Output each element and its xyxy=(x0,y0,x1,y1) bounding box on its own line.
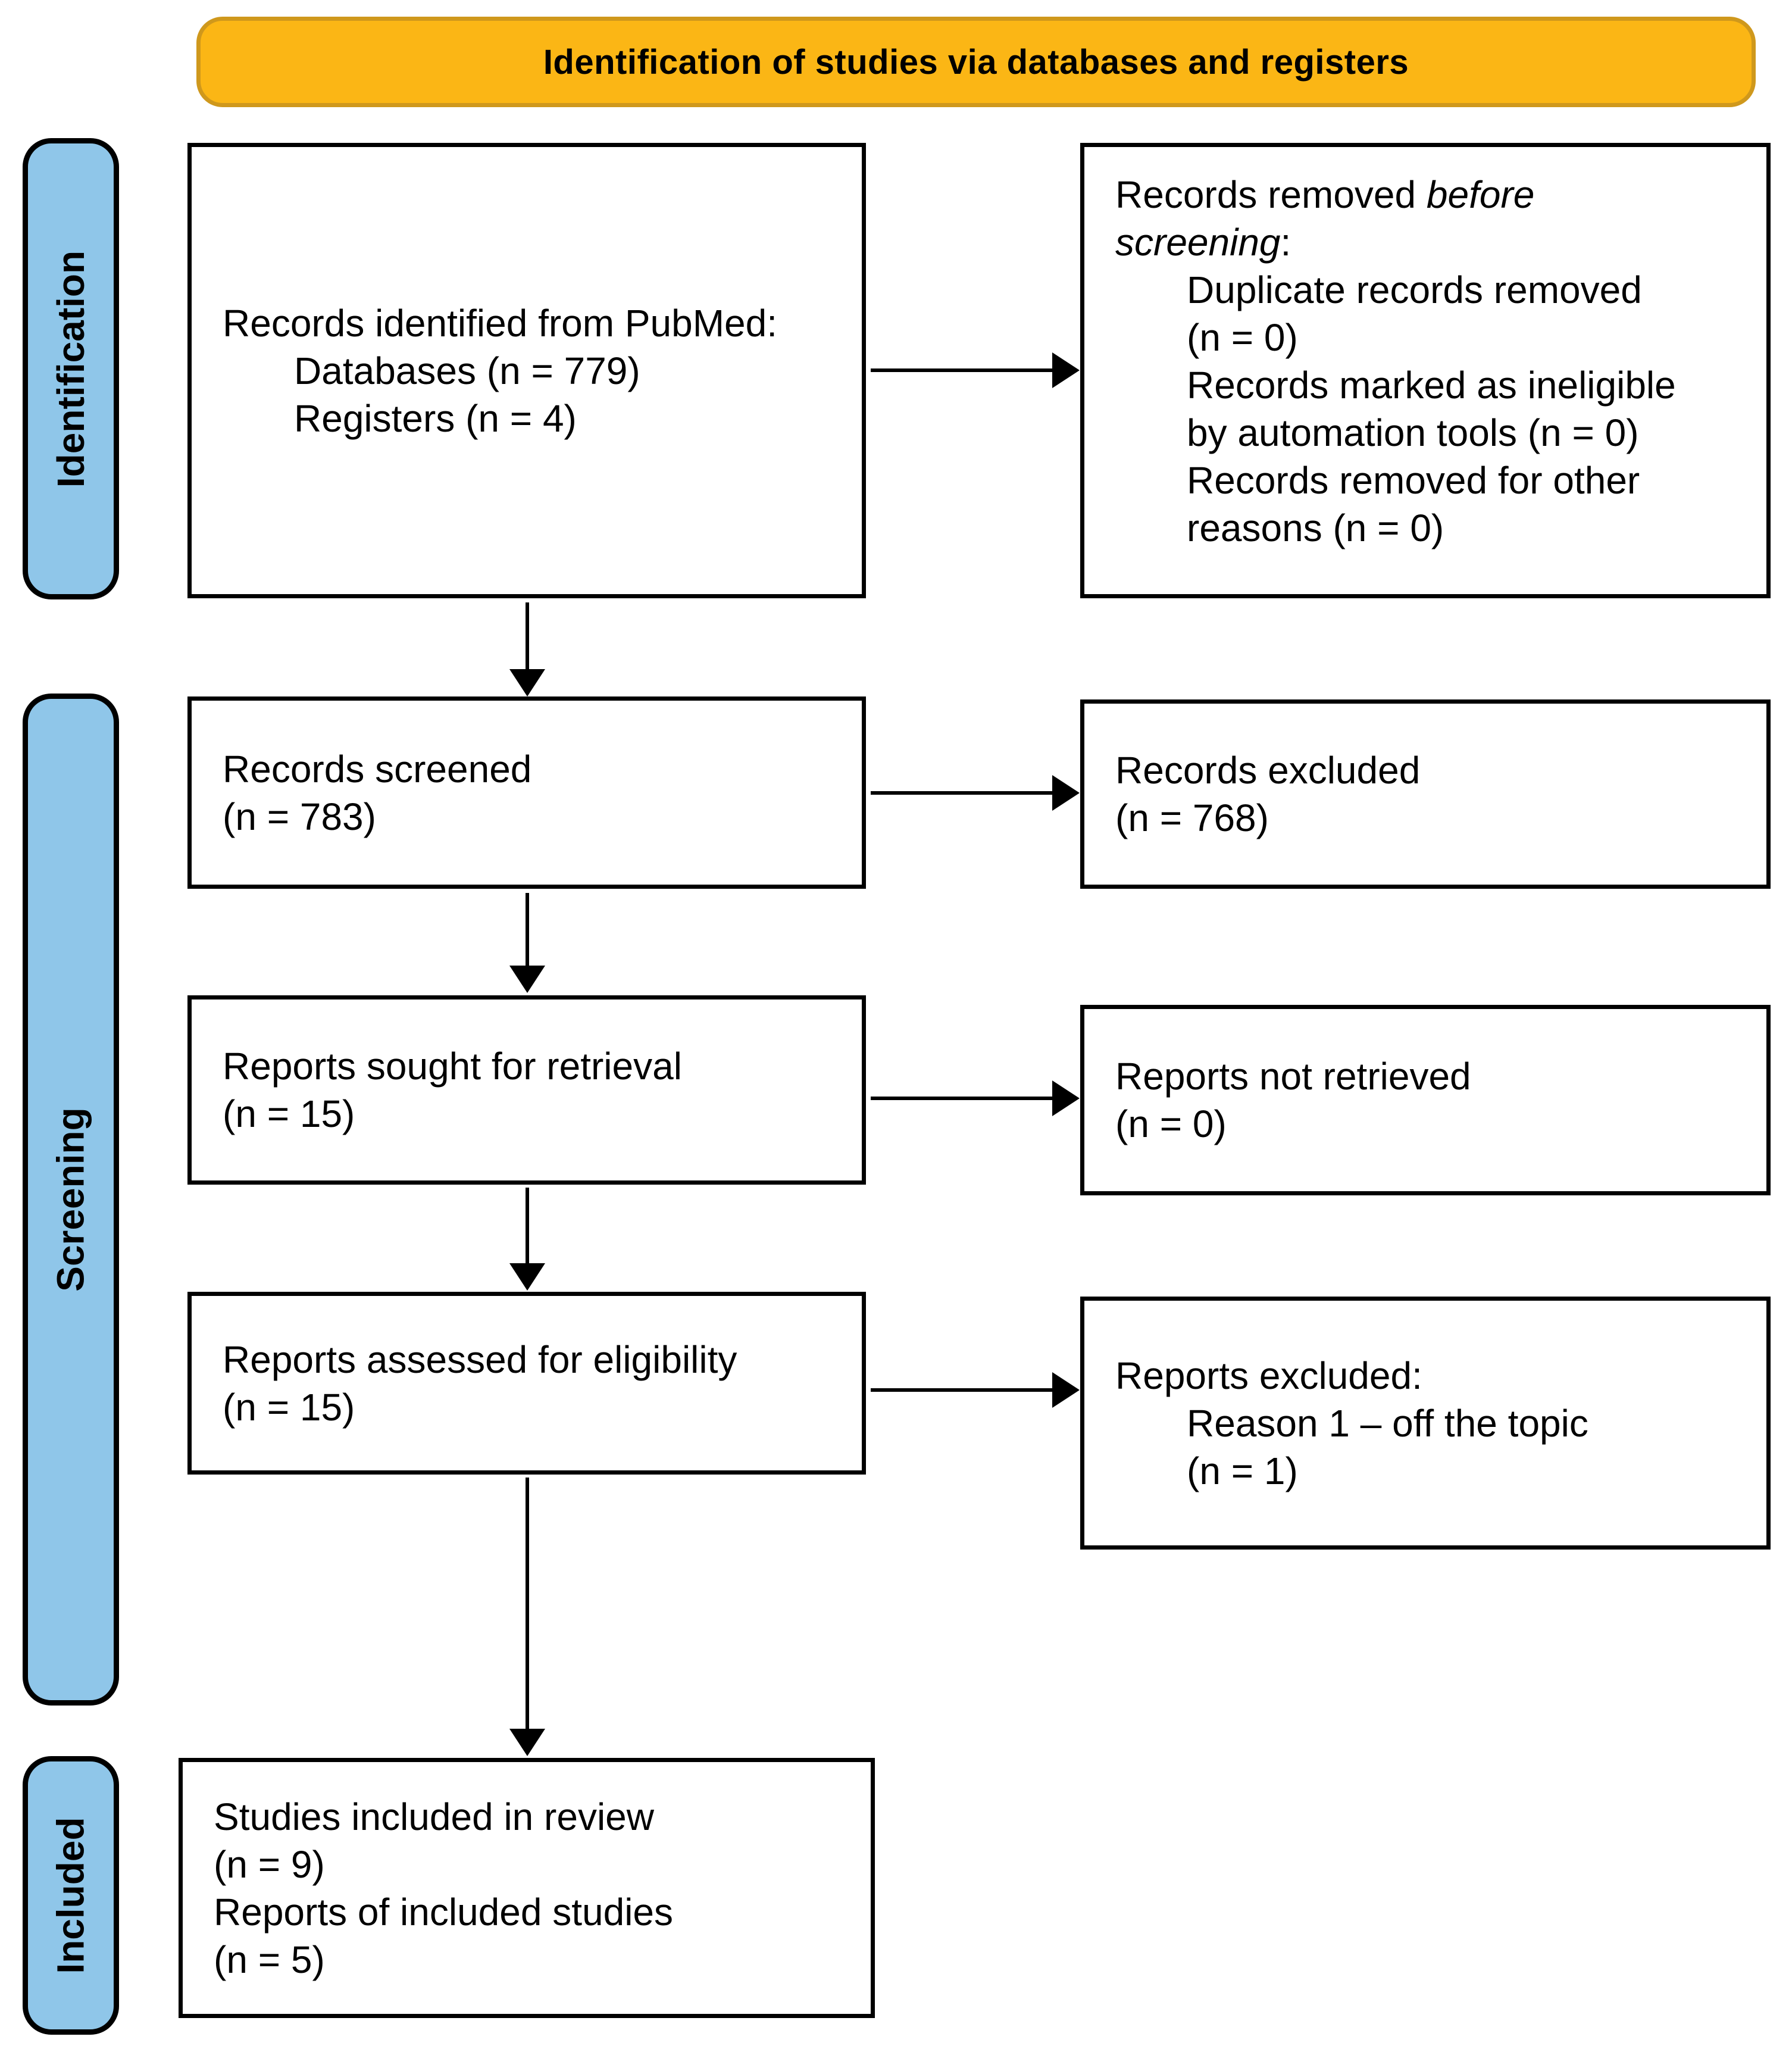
box-reports-not-retrieved: Reports not retrieved(n = 0) xyxy=(1080,1005,1771,1195)
box-text-line: (n = 0) xyxy=(1115,1102,1227,1145)
stage-label-included-text: Included xyxy=(49,1817,92,1974)
box-text-line: Records marked as ineligible xyxy=(1187,364,1676,407)
box-text-line: Registers (n = 4) xyxy=(294,396,577,440)
box-records-excluded: Records excluded (n = 768) xyxy=(1080,699,1771,889)
stage-label-identification-text: Identification xyxy=(49,250,92,488)
box-text-line: reasons (n = 0) xyxy=(1187,507,1444,549)
box-text-line: Reports excluded: xyxy=(1115,1354,1422,1397)
stage-label-screening: Screening xyxy=(23,694,119,1706)
box-text-line: screening: xyxy=(1115,221,1291,264)
box-text-line: Records identified from PubMed: xyxy=(223,301,777,345)
box-text-line: (n = 15) xyxy=(223,1092,355,1135)
box-text-line: (n = 5) xyxy=(214,1938,325,1981)
arrow-down-screened-to-sought-icon xyxy=(526,893,529,966)
box-studies-included-in-review: Studies included in review(n = 9)Reports… xyxy=(179,1758,875,2018)
banner-title: Identification of studies via databases … xyxy=(196,17,1756,107)
box-text-line: Records excluded xyxy=(1115,749,1421,792)
box-text-line: (n = 9) xyxy=(214,1842,325,1886)
box-records-screened: Records screened(n = 783) xyxy=(187,696,866,889)
box-records-identified: Records identified from PubMed:Databases… xyxy=(187,143,866,598)
box-text-line: (n = 1) xyxy=(1187,1449,1298,1492)
stage-label-included: Included xyxy=(23,1756,119,2035)
box-text-line: Studies included in review xyxy=(214,1795,654,1838)
box-text-line: Reports assessed for eligibility xyxy=(223,1338,737,1381)
box-text-line: Duplicate records removed xyxy=(1187,268,1642,311)
box-text-line: Reports of included studies xyxy=(214,1890,673,1934)
arrow-down-identified-to-screened-icon xyxy=(526,602,529,669)
box-text-line: by automation tools (n = 0) xyxy=(1187,411,1639,454)
box-text-line: (n = 768) xyxy=(1115,797,1269,839)
arrow-right-screened-to-excluded-icon xyxy=(871,791,1052,795)
box-text-line: (n = 0) xyxy=(1187,316,1298,359)
box-text-line: Databases (n = 779) xyxy=(294,349,640,392)
box-records-removed-before-screening: Records removed before screening:Duplicat… xyxy=(1080,143,1771,598)
box-text-line: Reports sought for retrieval xyxy=(223,1045,682,1088)
box-text-line: Records screened xyxy=(223,747,532,791)
box-text-line: Reports not retrieved xyxy=(1115,1055,1471,1098)
box-reports-excluded: Reports excluded:Reason 1 – off the topi… xyxy=(1080,1297,1771,1550)
box-reports-sought-for-retrieval: Reports sought for retrieval(n = 15) xyxy=(187,995,866,1185)
arrow-right-assessed-to-excluded-icon xyxy=(871,1388,1052,1392)
arrow-down-assessed-to-included-icon xyxy=(526,1478,529,1729)
box-text-line: Records removed before xyxy=(1115,173,1535,216)
box-reports-assessed-for-eligibility: Reports assessed for eligibility(n = 15) xyxy=(187,1292,866,1475)
arrow-right-sought-to-notretrieved-icon xyxy=(871,1097,1052,1100)
box-text-line: (n = 15) xyxy=(223,1385,355,1429)
box-text-line: Records removed for other xyxy=(1187,459,1640,502)
stage-label-identification: Identification xyxy=(23,138,119,599)
arrow-down-sought-to-assessed-icon xyxy=(526,1188,529,1263)
arrow-right-identified-to-removed-icon xyxy=(871,368,1052,372)
box-text-line: (n = 783) xyxy=(223,795,376,838)
stage-label-screening-text: Screening xyxy=(49,1107,92,1292)
box-text-line: Reason 1 – off the topic xyxy=(1187,1401,1588,1445)
